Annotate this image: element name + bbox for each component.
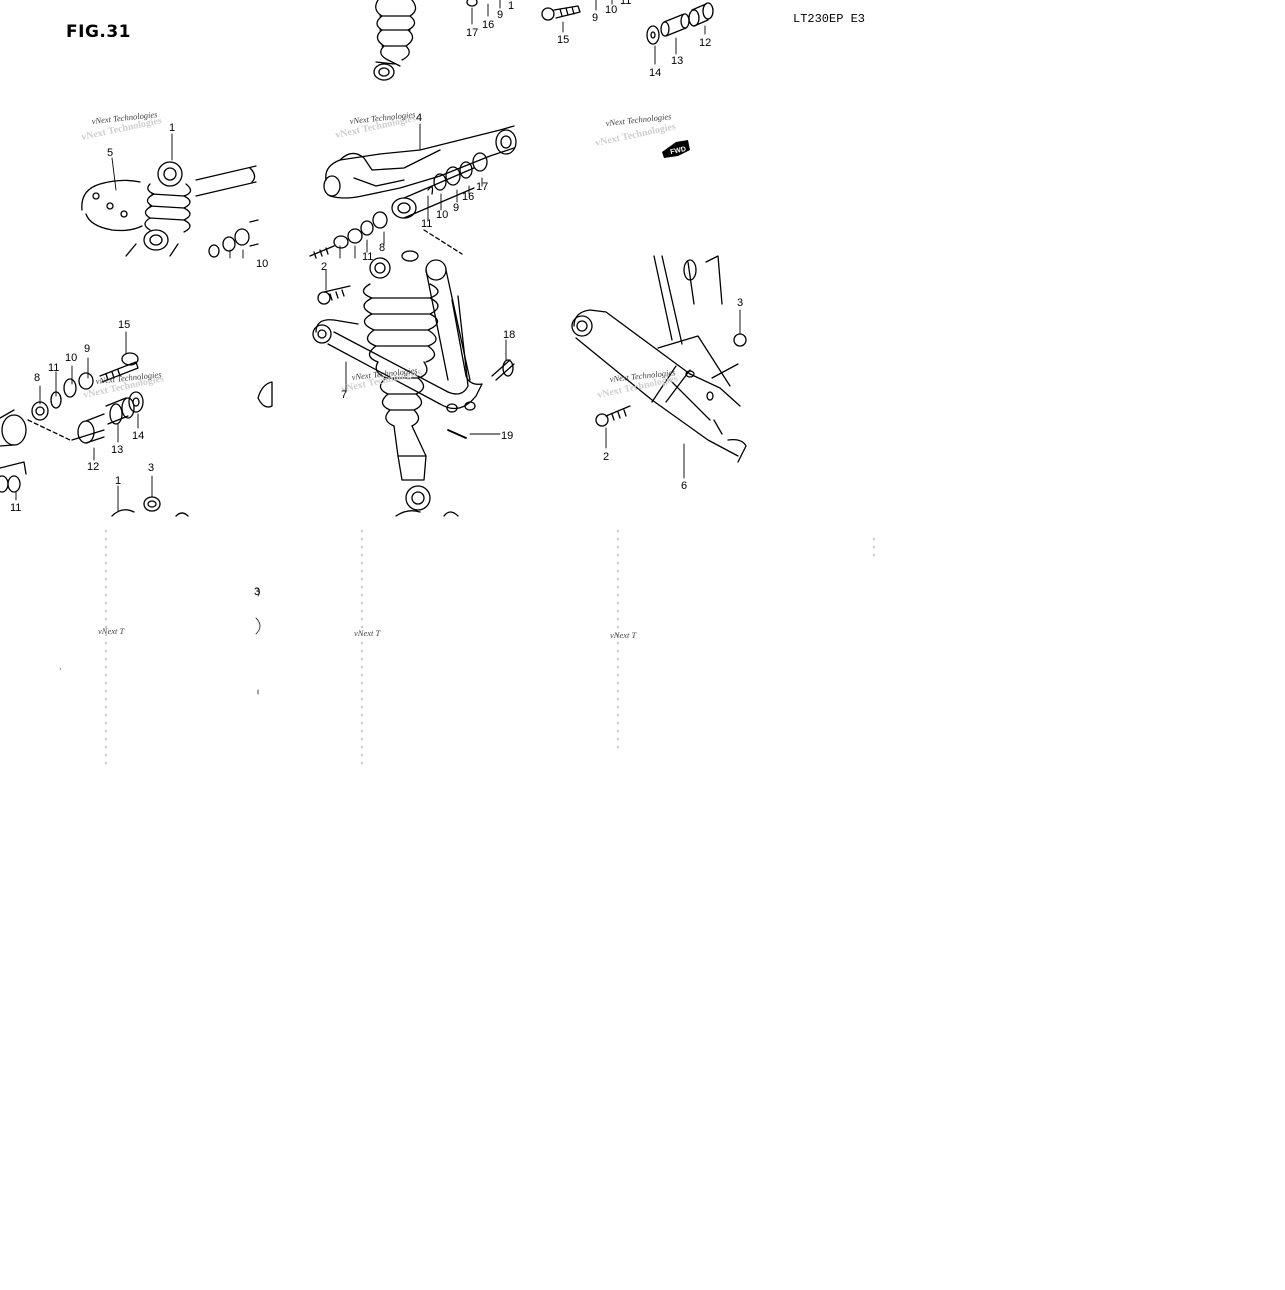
panel-e-leaders (605, 309, 741, 479)
panel-a-shock (81, 161, 259, 258)
callout: 1 (169, 122, 175, 134)
callout: 9 (592, 12, 598, 24)
callout: 3 (148, 462, 154, 474)
callout: 7 (341, 389, 347, 401)
callout: 9 (453, 202, 459, 214)
callout: 14 (649, 67, 661, 79)
callout: 19 (501, 430, 513, 442)
callout: 10 (65, 352, 77, 364)
callout: 4 (416, 112, 422, 124)
panel-d-shock-assembly (312, 250, 515, 517)
callout: 11 (48, 362, 59, 374)
top-shock-spring (373, 0, 417, 81)
callout: 16 (482, 19, 494, 31)
callout-labels: 17 16 9 1 15 9 10 11 14 13 12 1 5 10 4 1… (10, 0, 743, 598)
callout: 11 (620, 0, 631, 7)
top-fasteners (466, 0, 714, 45)
panel-b-upper-arm (309, 125, 517, 259)
callout: 3 (737, 297, 743, 309)
callout: 15 (557, 34, 569, 46)
watermark-g: vNext T (98, 626, 125, 636)
callout: 13 (671, 55, 683, 67)
callout: 8 (379, 242, 385, 254)
watermark-h: vNext T (354, 628, 381, 638)
callout: 15 (118, 319, 130, 331)
callout: 9 (497, 9, 503, 21)
watermark-group: vNext Technologies vNext Technologies vN… (80, 109, 679, 640)
callout: 11 (10, 502, 21, 514)
callout: 12 (699, 37, 711, 49)
callout: 11 (362, 251, 373, 263)
callout: 10 (605, 4, 617, 16)
fwd-arrow-label: FWD (670, 146, 687, 156)
callout: 17 (466, 27, 478, 39)
callout: 17 (476, 181, 488, 193)
faded-partial-shapes (255, 587, 261, 695)
callout: 9 (84, 343, 90, 355)
callout: 2 (321, 261, 327, 273)
callout: 5 (107, 147, 113, 159)
callout: 6 (681, 480, 687, 492)
callout: 12 (87, 461, 99, 473)
watermark-i: vNext T (610, 630, 637, 640)
callout: 11 (421, 218, 432, 230)
faded-lower-region (59, 529, 875, 771)
panel-b-leaders (339, 123, 483, 259)
callout: 3 (254, 586, 260, 598)
panel-c-leaders (15, 331, 153, 513)
callout: 10 (436, 209, 448, 221)
top-leader-lines (471, 0, 706, 65)
callout: 14 (132, 430, 144, 442)
panel-d-leaders (325, 269, 507, 435)
callout: 18 (503, 329, 515, 341)
panel-a-leaders (111, 133, 244, 259)
callout: 16 (462, 191, 474, 203)
callout: 1 (508, 0, 514, 12)
panel-e-lower-arm (571, 255, 747, 463)
callout: 13 (111, 444, 123, 456)
callout: 10 (256, 258, 268, 270)
callout: 1 (115, 475, 121, 487)
model-code: LT230EP E3 (793, 12, 866, 26)
figure-title: FIG.31 (66, 22, 132, 42)
fwd-arrow-icon: FWD (662, 140, 690, 158)
callout: 8 (34, 372, 40, 384)
callout: 2 (603, 451, 609, 463)
